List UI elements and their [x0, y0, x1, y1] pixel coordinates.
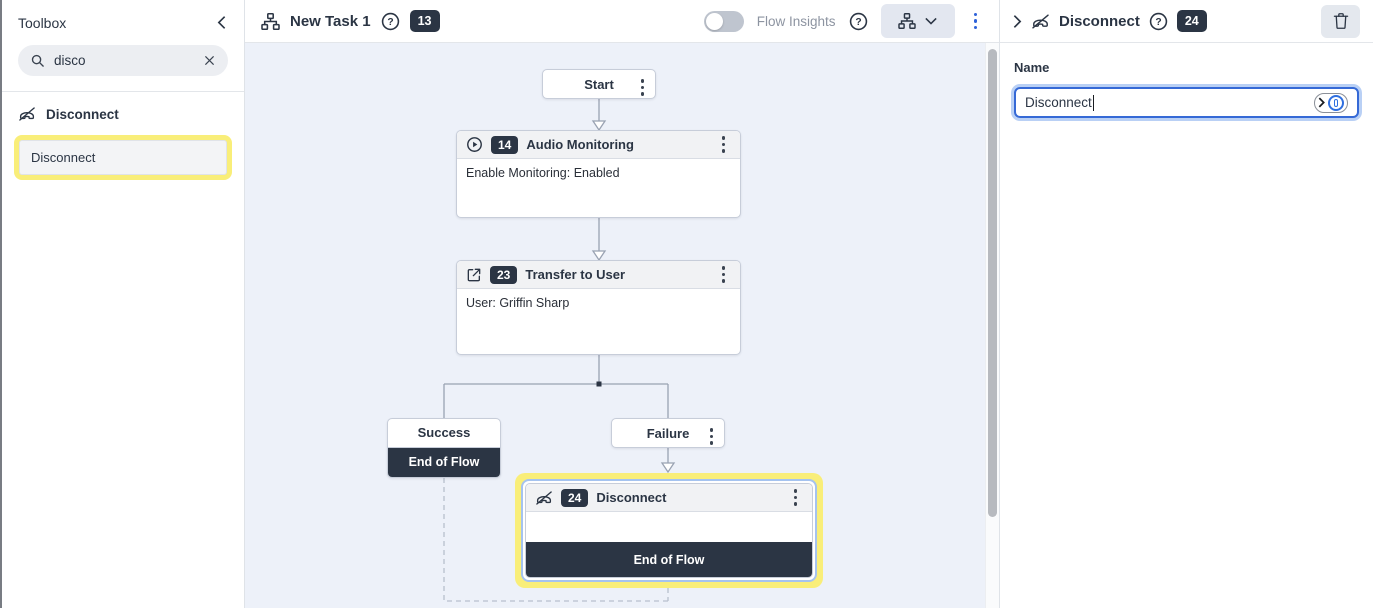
chevron-right-icon [1318, 97, 1325, 108]
name-input[interactable]: Disconnect [1014, 87, 1359, 118]
chevron-down-icon [925, 17, 937, 25]
node-summary: Enable Monitoring: Enabled [466, 166, 620, 180]
flow-count-badge: 13 [409, 9, 440, 33]
flow-insights-label: Flow Insights [756, 13, 836, 29]
toolbox-search-input[interactable] [54, 53, 194, 68]
password-manager-icon [1328, 94, 1344, 111]
chevron-left-icon [217, 15, 226, 30]
category-label: Disconnect [46, 106, 119, 122]
name-input-value: Disconnect [1025, 95, 1092, 110]
svg-text:?: ? [1155, 17, 1161, 28]
node-kebab-menu[interactable] [716, 261, 732, 288]
node-header: 24 Disconnect [526, 484, 812, 512]
node-summary: User: Griffin Sharp [466, 296, 570, 310]
properties-panel: Disconnect ? 24 Name Disconnect [999, 0, 1373, 608]
node-header: 14 Audio Monitoring [457, 131, 740, 159]
node-id-badge: 24 [1176, 9, 1207, 33]
toggle-knob [705, 12, 723, 30]
toolbox-search[interactable] [18, 45, 228, 76]
toolbox-item-disconnect[interactable]: Disconnect [19, 140, 227, 175]
help-icon[interactable]: ? [381, 12, 400, 31]
end-of-flow-label: End of Flow [526, 542, 812, 577]
canvas-scrollbar[interactable] [985, 43, 999, 608]
properties-panel-body: Name Disconnect [1000, 43, 1373, 135]
toolbox-category-disconnect[interactable]: Disconnect [2, 92, 244, 131]
end-of-flow-label: End of Flow [388, 447, 500, 477]
node-audio-monitoring[interactable]: 14 Audio Monitoring Enable Monitoring: E… [456, 130, 741, 218]
name-field-label: Name [1014, 60, 1050, 75]
branch-label: Success [388, 419, 500, 448]
flow-toolbar: New Task 1 ? 13 Flow Insights ? [245, 0, 999, 43]
svg-text:?: ? [387, 17, 393, 28]
node-success-branch[interactable]: Success End of Flow [387, 418, 501, 478]
sidebar-divider [2, 91, 244, 92]
properties-panel-header: Disconnect ? 24 [1000, 0, 1373, 43]
node-kebab-menu[interactable] [704, 423, 720, 450]
branch-label: Failure [646, 425, 690, 441]
node-header: 23 Transfer to User [457, 261, 740, 289]
node-start[interactable]: Start [542, 69, 656, 99]
toolbox-item-highlight: Disconnect [14, 135, 232, 180]
node-title: Transfer to User [525, 267, 626, 282]
node-id-badge: 14 [491, 135, 519, 154]
node-disconnect[interactable]: 24 Disconnect End of Flow [525, 483, 813, 578]
clear-search-icon[interactable] [203, 54, 216, 67]
node-id-badge: 24 [561, 488, 589, 507]
help-icon[interactable]: ? [1149, 12, 1168, 31]
delete-node-button[interactable] [1321, 4, 1360, 38]
sitemap-icon [261, 12, 280, 30]
external-link-icon [466, 267, 482, 283]
node-kebab-menu[interactable] [716, 131, 732, 158]
node-title: Disconnect [596, 490, 667, 505]
node-kebab-menu[interactable] [788, 484, 804, 511]
help-icon[interactable]: ? [849, 12, 868, 31]
svg-text:?: ? [855, 17, 861, 28]
selection-highlight: 24 Disconnect End of Flow [515, 473, 823, 588]
panel-title: Disconnect [1059, 12, 1140, 30]
phone-slash-icon [18, 106, 36, 122]
trash-icon [1333, 12, 1349, 30]
flow-view-dropdown-button[interactable] [880, 4, 955, 38]
text-cursor [1092, 94, 1095, 111]
node-failure-branch[interactable]: Failure [611, 418, 725, 448]
node-id-badge: 23 [490, 265, 518, 284]
phone-slash-icon [535, 490, 553, 506]
scrollbar-thumb[interactable] [988, 49, 997, 517]
node-summary [526, 512, 812, 542]
panel-expand-button[interactable] [1013, 14, 1022, 29]
play-circle-icon [466, 136, 483, 153]
sidebar-collapse-button[interactable] [215, 13, 228, 32]
sitemap-icon [898, 13, 916, 29]
toolbox-title: Toolbox [18, 14, 67, 31]
flow-editor-main: New Task 1 ? 13 Flow Insights ? [245, 0, 999, 608]
toolbar-kebab-menu[interactable] [968, 8, 984, 35]
node-transfer-to-user[interactable]: 23 Transfer to User User: Griffin Sharp [456, 260, 741, 355]
flow-title: New Task 1 [290, 12, 371, 30]
flow-canvas[interactable]: Start 14 Audio Monitoring Enable Monitor… [245, 43, 999, 608]
search-icon [30, 53, 45, 68]
selection-ring: 24 Disconnect End of Flow [521, 479, 817, 582]
toolbox-sidebar: Toolbox Disconnect Disconnect [0, 0, 245, 608]
flow-insights-toggle[interactable] [703, 10, 744, 32]
flow-connectors [443, 99, 676, 602]
node-kebab-menu[interactable] [635, 74, 651, 101]
phone-slash-icon [1031, 13, 1050, 30]
node-title: Audio Monitoring [526, 137, 634, 152]
node-start-label: Start [584, 76, 614, 92]
password-manager-inline-menu[interactable] [1314, 92, 1348, 113]
